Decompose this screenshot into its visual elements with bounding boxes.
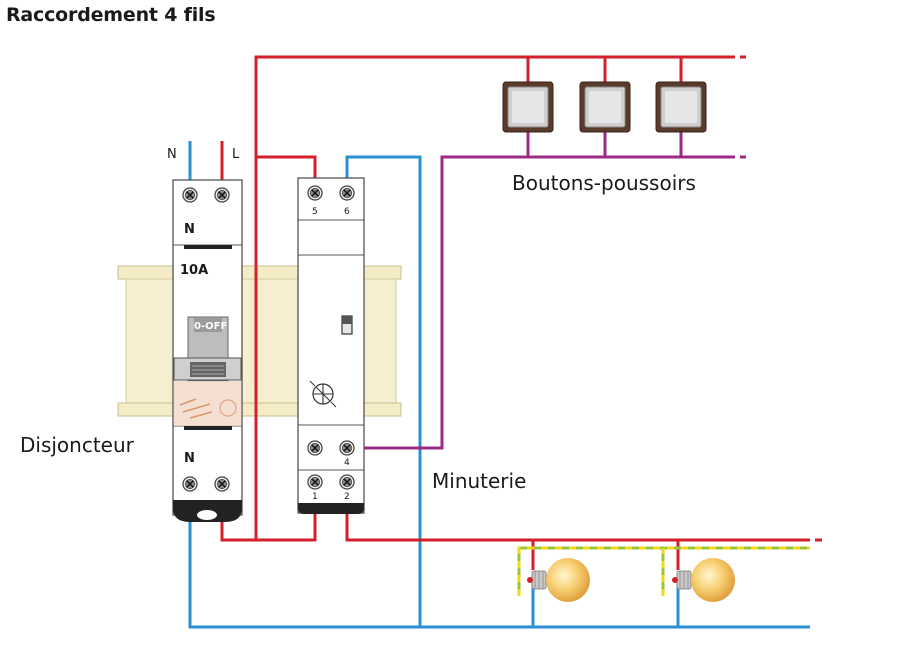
light-bulb-icon [671, 557, 736, 603]
diagram-title: Raccordement 4 fils [6, 4, 216, 26]
timer-module: 5 6 4 1 2 [297, 177, 365, 514]
screw-terminal-icon [339, 440, 355, 456]
breaker-switch-label: 0-OFF [194, 321, 227, 332]
screw-terminal-icon [339, 185, 355, 201]
pushbutton-icon [502, 81, 554, 133]
breaker-label: Disjoncteur [20, 433, 135, 457]
timer-terminal-5: 5 [312, 207, 318, 217]
pushbutton-icon [655, 81, 707, 133]
light-bulb-icon [526, 557, 591, 603]
screw-terminal-icon [214, 476, 230, 492]
screw-terminal-icon [307, 440, 323, 456]
breaker-rating: 10A [180, 263, 208, 278]
timer-terminal-6: 6 [344, 207, 350, 217]
pushbuttons-group [502, 81, 707, 133]
phase-continuation-dashes [740, 55, 822, 542]
earth-wires [517, 546, 810, 596]
screw-terminal-icon [214, 187, 230, 203]
screw-terminal-icon [182, 476, 198, 492]
live-wire-label: L [232, 147, 240, 162]
timer-label: Minuterie [432, 469, 526, 493]
screw-terminal-icon [339, 474, 355, 490]
screw-terminal-icon [182, 187, 198, 203]
neutral-wires [188, 141, 810, 629]
timer-terminal-1: 1 [312, 492, 318, 502]
breaker-bottom-terminal-label: N [184, 451, 195, 466]
neutral-wire-label: N [167, 147, 177, 162]
screw-terminal-icon [307, 185, 323, 201]
bulbs-group [526, 557, 736, 603]
breaker-top-terminal-label: N [184, 222, 195, 237]
pushbutton-icon [579, 81, 631, 133]
circuit-breaker: 0-OFF N 10A N [172, 179, 243, 522]
timer-terminal-4: 4 [344, 458, 350, 468]
control-wires [347, 132, 735, 450]
pushbuttons-label: Boutons-poussoirs [512, 171, 696, 195]
timer-dial-icon [309, 380, 337, 408]
screw-terminal-icon [307, 474, 323, 490]
timer-terminal-2: 2 [344, 492, 350, 502]
